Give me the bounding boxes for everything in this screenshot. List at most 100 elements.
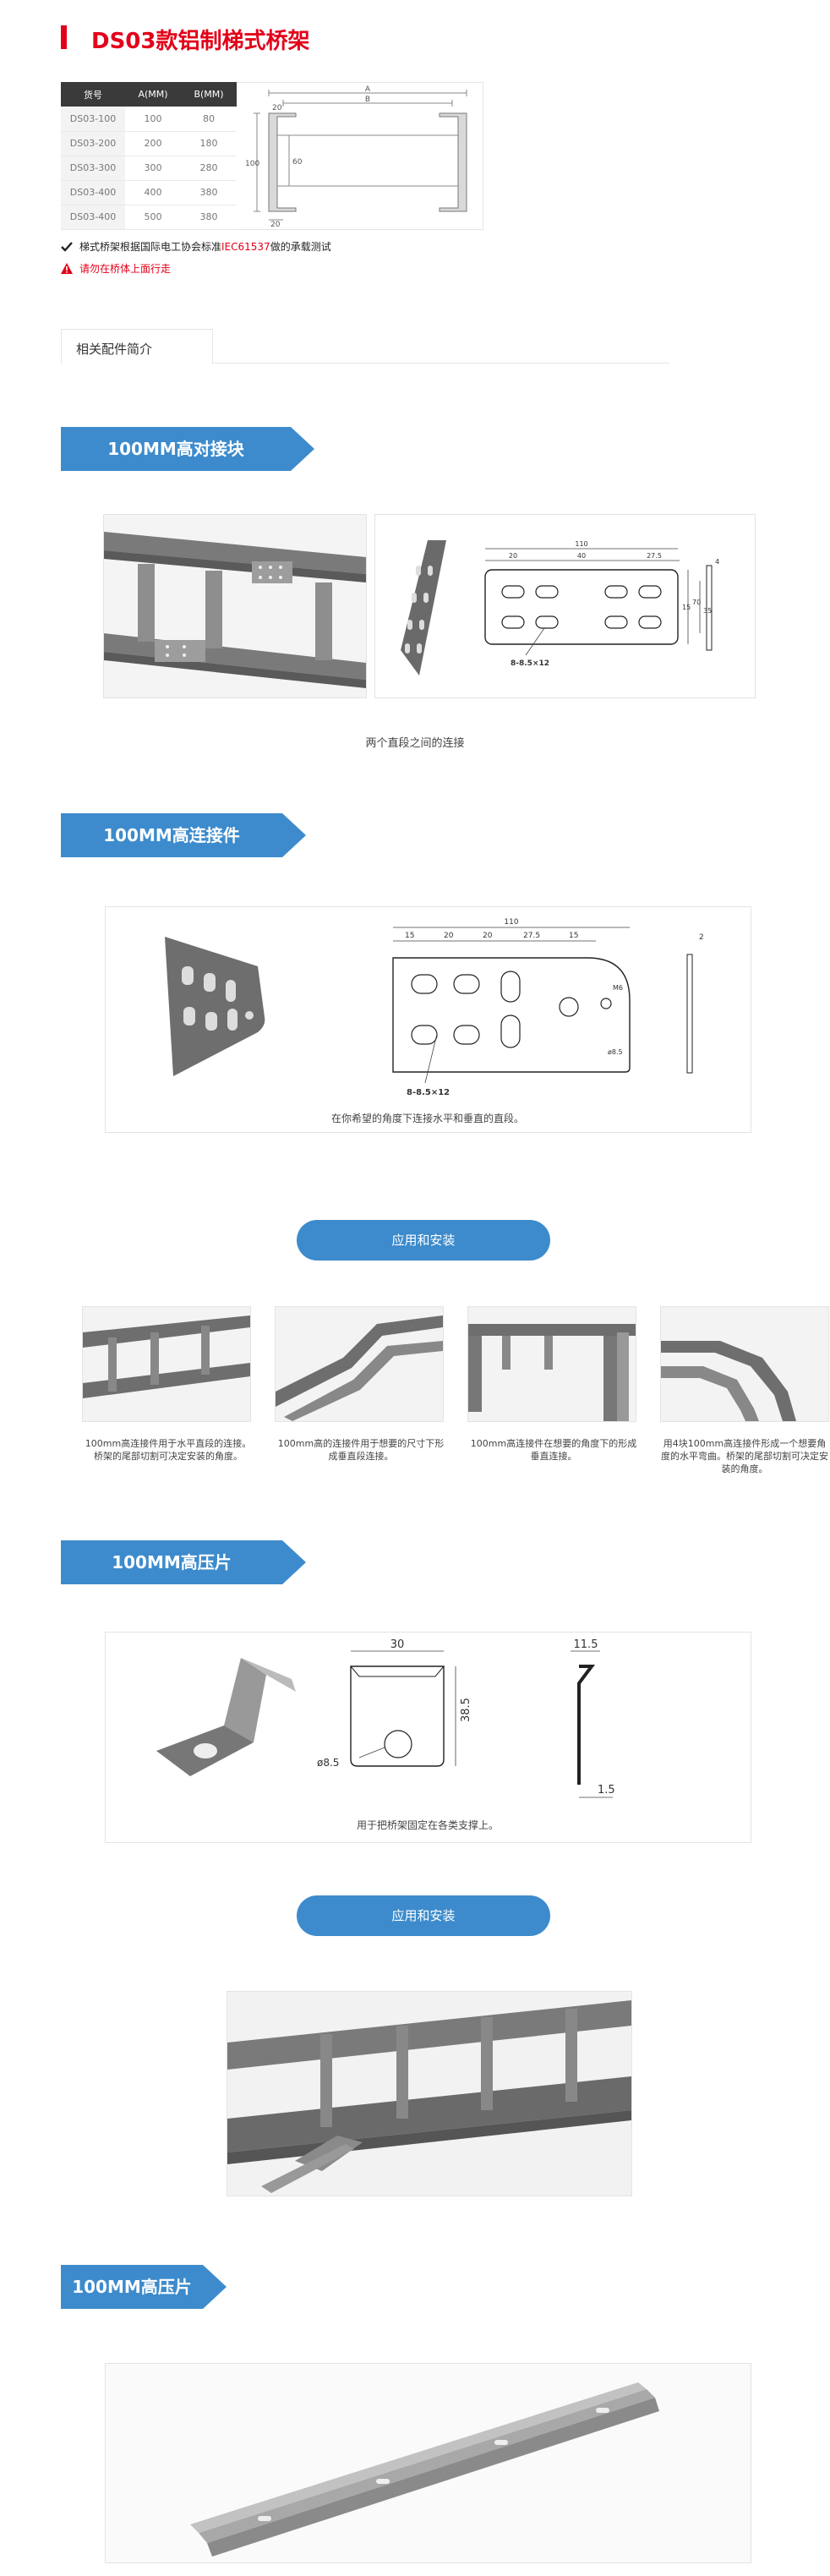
spec-table-header: 货号 A(MM) B(MM)	[61, 82, 237, 107]
table-row: DS03-300 300 280	[61, 156, 237, 181]
table-cell: 400	[125, 180, 181, 205]
dim-label: 27.5	[523, 932, 540, 940]
col-header-b: B(MM)	[181, 82, 237, 107]
table-cell: 280	[181, 156, 237, 181]
section-title: 100MM高对接块	[107, 439, 244, 459]
clamp-install-image	[227, 2000, 631, 2193]
dim-label: 70	[692, 599, 701, 606]
dim-label: 30	[390, 1638, 405, 1651]
dim-label: 20	[483, 932, 493, 940]
banner-arrow-shape	[61, 1540, 306, 1584]
tab-divider	[61, 363, 669, 364]
butt-block-schematic: 110 20 40 27.5 15 70 35 4 8-8.5×12	[401, 540, 719, 675]
install-caption-3: 100mm高连接件在想要的角度下的形成垂直连接。	[470, 1438, 637, 1462]
application-install-button-2[interactable]: 应用和安装	[297, 1895, 550, 1936]
dim-label: 20	[444, 932, 454, 940]
dim-label: 2	[699, 933, 704, 942]
install-caption-2: 100mm高的连接件用于想要的尺寸下形成垂直段连接。	[277, 1438, 445, 1462]
install-image-bend	[661, 1341, 796, 1421]
dim-label: 20	[272, 104, 282, 112]
dim-label: 4	[715, 558, 719, 566]
section-title: 100MM高压片	[72, 2277, 192, 2297]
connector-schematic: 110 15 20 20 27.5 15 2 M6 ø8.5 8-8.5×12 …	[165, 918, 704, 1124]
note-text: 梯式桥架根据国际电工协会标准	[79, 241, 222, 253]
note-text: 做的承载测试	[270, 241, 331, 253]
dim-label: 27.5	[647, 552, 662, 560]
section-title: 100MM高压片	[112, 1552, 232, 1572]
butt-block-photo	[103, 514, 367, 698]
dim-label: ø8.5	[317, 1757, 339, 1769]
dim-label: 100	[245, 160, 259, 168]
dim-label: 15	[569, 932, 578, 940]
spec-table: 货号 A(MM) B(MM) DS03-100 100 80 DS03-200 …	[61, 82, 237, 230]
install-image-horizontal	[83, 1315, 250, 1398]
application-install-button[interactable]: 应用和安装	[297, 1220, 550, 1261]
channel-panel	[105, 2363, 751, 2563]
dim-label: M6	[613, 984, 623, 992]
channel-image	[106, 2364, 751, 2562]
section-banner-connector: 100MM高连接件	[61, 813, 306, 857]
banner-arrow-shape	[61, 427, 314, 471]
table-cell: 380	[181, 180, 237, 205]
dim-label: 8-8.5×12	[511, 659, 549, 668]
section-title: 100MM高连接件	[103, 825, 240, 845]
table-cell: 80	[181, 107, 237, 132]
table-cell: DS03-400	[61, 180, 125, 205]
section-caption: 用于把桥架固定在各类支撑上。	[357, 1819, 499, 1831]
dim-label: 1.5	[598, 1784, 615, 1797]
table-cell: DS03-300	[61, 156, 125, 181]
dim-label: A	[365, 85, 371, 94]
section-banner-clamp-2: 100MM高压片	[61, 2265, 227, 2309]
dim-label: 60	[292, 158, 303, 167]
dim-label: 20	[509, 552, 517, 560]
butt-block-drawing: 110 20 40 27.5 15 70 35 4 8-8.5×12	[374, 514, 756, 698]
warning-note: 请勿在桥体上面行走	[61, 261, 171, 276]
warning-text: 请勿在桥体上面行走	[79, 263, 172, 275]
load-test-note: 梯式桥架根据国际电工协会标准IEC61537做的承载测试	[61, 239, 331, 254]
note-standard: IEC61537	[221, 241, 270, 253]
section-banner-butt-block: 100MM高对接块	[61, 427, 314, 471]
install-photo-1	[82, 1306, 251, 1422]
install-caption-4: 用4块100mm高连接件形成一个想要角度的水平弯曲。桥架的尾部切割可决定安装的角…	[661, 1438, 828, 1474]
table-cell: 300	[125, 156, 181, 181]
section-banner-clamp: 100MM高压片	[61, 1540, 306, 1584]
banner-arrow-shape	[61, 2265, 227, 2309]
dim-label: 11.5	[574, 1638, 598, 1651]
install-caption-1: 100mm高连接件用于水平直段的连接。桥架的尾部切割可决定安装的角度。	[85, 1438, 252, 1462]
clamp-install-photo	[227, 1991, 632, 2196]
clamp-panel: 30 38.5 ø8.5 11.5 1.5 用于把桥架固定在各类支撑上。	[105, 1632, 751, 1843]
page-title: DS03款铝制梯式桥架	[91, 29, 310, 54]
connector-panel: 110 15 20 20 27.5 15 2 M6 ø8.5 8-8.5×12 …	[105, 906, 751, 1133]
dim-label: 40	[577, 552, 586, 560]
tab-related-accessories[interactable]: 相关配件简介	[61, 329, 213, 364]
table-row: DS03-400 400 380	[61, 180, 237, 205]
install-image-angle	[468, 1324, 636, 1421]
table-cell: 180	[181, 131, 237, 156]
install-image-vertical	[276, 1315, 443, 1421]
cross-section-drawing: A B 20 100 60 20	[245, 85, 467, 228]
section-caption: 两个直段之间的连接	[365, 737, 465, 750]
dim-label: 35	[703, 607, 712, 615]
table-cell: DS03-400	[61, 205, 125, 230]
dim-label: 15	[682, 604, 691, 611]
dim-label: 15	[405, 932, 414, 940]
section-caption: 在你希望的角度下连接水平和垂直的直段。	[331, 1112, 524, 1124]
col-header-sku: 货号	[61, 82, 125, 107]
banner-arrow-shape	[61, 813, 306, 857]
col-header-a: A(MM)	[125, 82, 181, 107]
table-cell: 100	[125, 107, 181, 132]
table-cell: 500	[125, 205, 181, 230]
dim-label: 110	[504, 918, 518, 927]
title-accent-bar	[61, 25, 67, 49]
dim-label: ø8.5	[608, 1048, 623, 1056]
table-row: DS03-100 100 80	[61, 107, 237, 132]
dim-label: 8-8.5×12	[407, 1088, 450, 1097]
install-photo-2	[275, 1306, 444, 1422]
install-photo-4	[660, 1306, 829, 1422]
dim-label: 20	[270, 221, 281, 228]
table-cell: DS03-100	[61, 107, 125, 132]
check-icon	[61, 241, 73, 252]
table-row: DS03-400 500 380	[61, 205, 237, 230]
table-cell: DS03-200	[61, 131, 125, 156]
tray-connection-image	[104, 515, 366, 697]
